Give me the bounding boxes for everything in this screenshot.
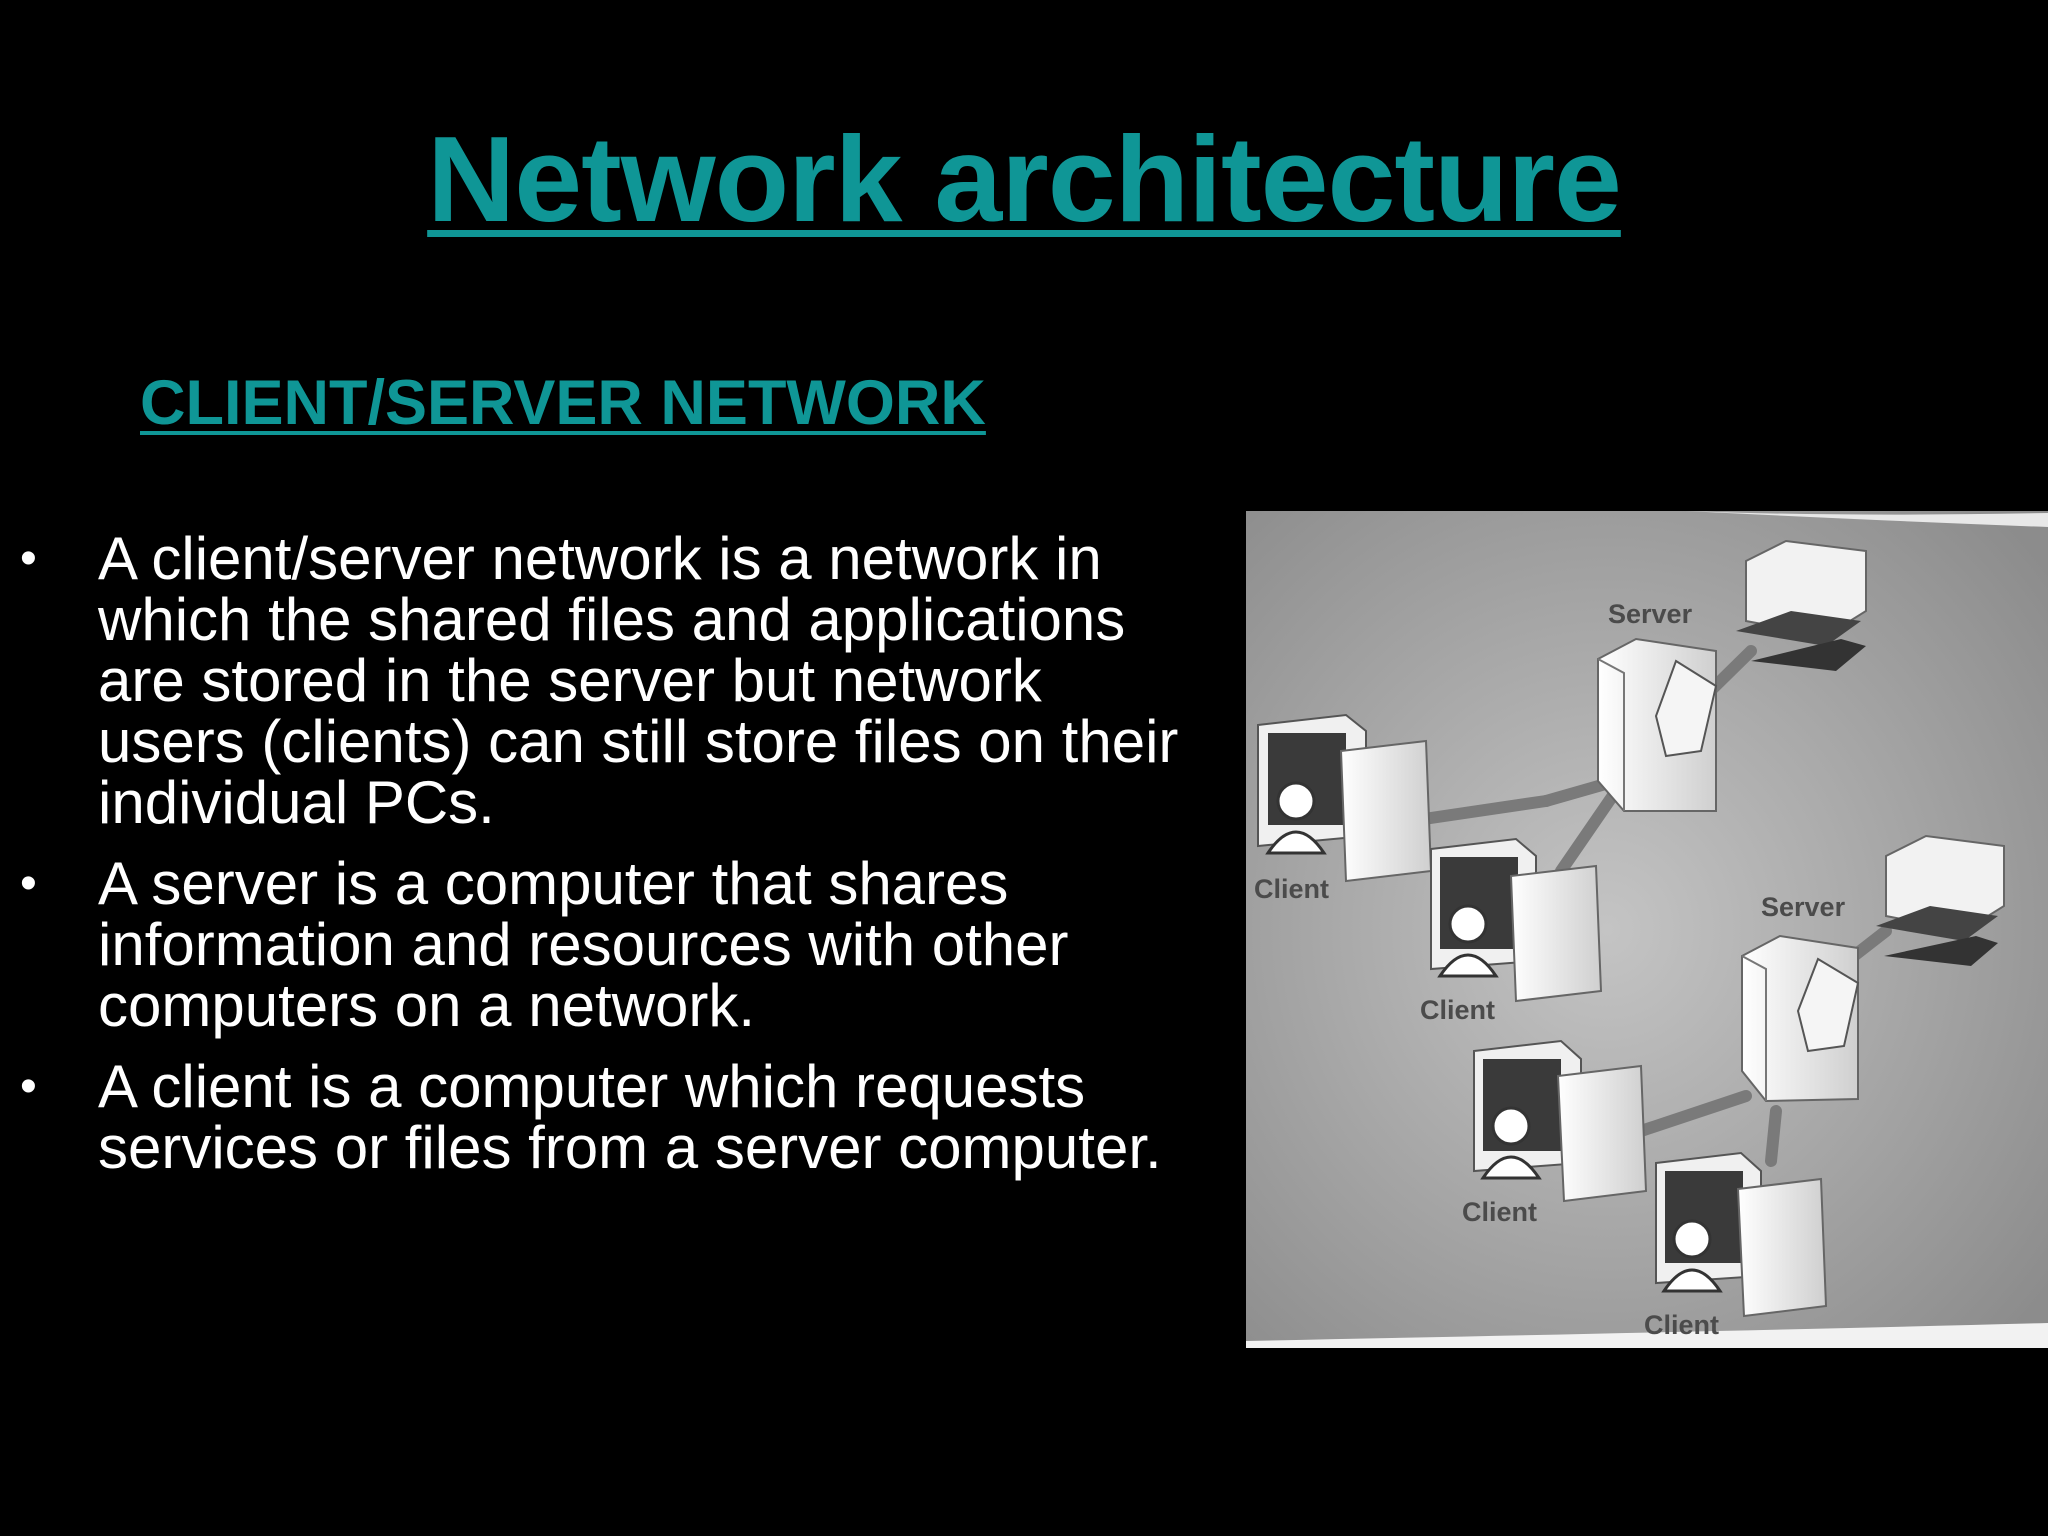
printer-1 bbox=[1736, 539, 1867, 671]
bullet-icon: • bbox=[20, 532, 37, 585]
printer-body bbox=[1745, 539, 1867, 638]
user-icon-body bbox=[1437, 953, 1499, 978]
bullet-text: A client/server network is a network in … bbox=[98, 525, 1179, 836]
tower bbox=[1339, 739, 1433, 883]
printer-tray bbox=[1876, 906, 1998, 941]
tower bbox=[1509, 864, 1603, 1003]
server-1: Server bbox=[1597, 599, 1718, 812]
page-curl-top bbox=[1686, 511, 2048, 527]
server-icon-overlay bbox=[1654, 659, 1718, 758]
page-curl-bottom bbox=[1246, 1323, 2048, 1348]
printer-2 bbox=[1876, 834, 2005, 966]
user-icon-head bbox=[1491, 1106, 1531, 1146]
server-2: Server bbox=[1741, 892, 1860, 1103]
connection-line bbox=[1418, 795, 1552, 825]
client-label: Client bbox=[1462, 1197, 1537, 1227]
client-3: Client bbox=[1462, 1039, 1648, 1227]
network-diagram-image: Server Client Client bbox=[1246, 511, 2048, 1348]
server-icon-overlay bbox=[1796, 957, 1860, 1053]
printer-body bbox=[1885, 834, 2005, 933]
printer-tray bbox=[1736, 611, 1861, 646]
client-1: Client bbox=[1254, 713, 1433, 904]
bullet-item: • A client/server network is a network i… bbox=[0, 528, 1200, 833]
slide-title: Network architecture bbox=[427, 111, 1622, 247]
bullet-text: A server is a computer that shares infor… bbox=[98, 850, 1069, 1039]
user-icon-body bbox=[1480, 1155, 1542, 1180]
client-label: Client bbox=[1644, 1310, 1719, 1340]
bullet-item: • A client is a computer which requests … bbox=[0, 1056, 1200, 1178]
connection-line bbox=[1635, 1090, 1752, 1137]
client-label: Client bbox=[1420, 995, 1495, 1025]
connection-line bbox=[1765, 1105, 1782, 1167]
user-icon-body bbox=[1265, 830, 1327, 855]
server-tower-edge bbox=[1741, 955, 1767, 1101]
bullet-text: A client is a computer which requests se… bbox=[98, 1053, 1162, 1181]
connection-line bbox=[1555, 785, 1622, 877]
user-icon-body bbox=[1661, 1268, 1723, 1293]
user-icon-head bbox=[1672, 1219, 1712, 1259]
printer-output-tray bbox=[1884, 936, 1998, 966]
section-subheading: CLIENT/SERVER NETWORK bbox=[140, 368, 986, 438]
server-label: Server bbox=[1761, 892, 1846, 922]
bullet-icon: • bbox=[20, 1060, 37, 1113]
printer-output-tray bbox=[1751, 639, 1866, 671]
client-4: Client bbox=[1644, 1151, 1828, 1340]
bullet-icon: • bbox=[20, 857, 37, 910]
tower bbox=[1556, 1064, 1648, 1203]
user-icon-head bbox=[1276, 781, 1316, 821]
client-label: Client bbox=[1254, 874, 1329, 904]
client-2: Client bbox=[1420, 837, 1603, 1025]
user-icon-head bbox=[1448, 904, 1488, 944]
bullet-list: • A client/server network is a network i… bbox=[0, 528, 1200, 1198]
bullet-item: • A server is a computer that shares inf… bbox=[0, 853, 1200, 1036]
server-tower-edge bbox=[1597, 658, 1625, 811]
server-label: Server bbox=[1608, 599, 1693, 629]
tower bbox=[1736, 1177, 1828, 1318]
